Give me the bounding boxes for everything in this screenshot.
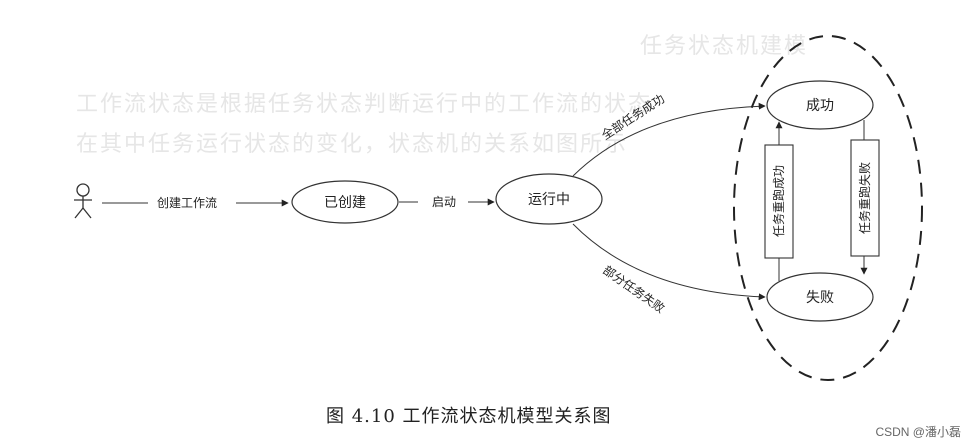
state-success [766,80,874,130]
edge-all-success [572,102,766,177]
state-success-label: 成功 [806,98,834,114]
rerun-success-box [764,144,794,259]
create-workflow-label: 创建工作流 [157,196,217,210]
rerun-success-label: 任务重跑成功 [771,165,786,237]
state-failed-label: 失败 [806,290,834,306]
actor-icon [74,183,92,219]
bleed-through-line-2: 在其中任务运行状态的变化，状态机的关系如图所示 [76,132,629,157]
bleed-through-heading: 任务状态机建模 [640,34,809,59]
csdn-watermark: CSDN @潘小磊 [875,425,961,439]
rerun-fail-box [850,139,880,257]
edge-partial-fail [572,223,766,301]
rerun-fail-label: 任务重跑失败 [857,162,872,234]
state-running-label: 运行中 [528,192,570,208]
state-created [291,180,399,224]
state-failed [766,272,874,322]
start-label: 启动 [432,195,456,209]
final-states-boundary [733,35,923,381]
partial-fail-label: 部分任务失败 [600,262,668,316]
figure-caption: 图 4.10 工作流状态机模型关系图 [326,406,612,427]
bleed-through-line-1: 工作流状态是根据任务状态判断运行中的工作流的状态 [76,92,653,117]
state-running [495,173,603,225]
state-created-label: 已创建 [324,195,366,211]
